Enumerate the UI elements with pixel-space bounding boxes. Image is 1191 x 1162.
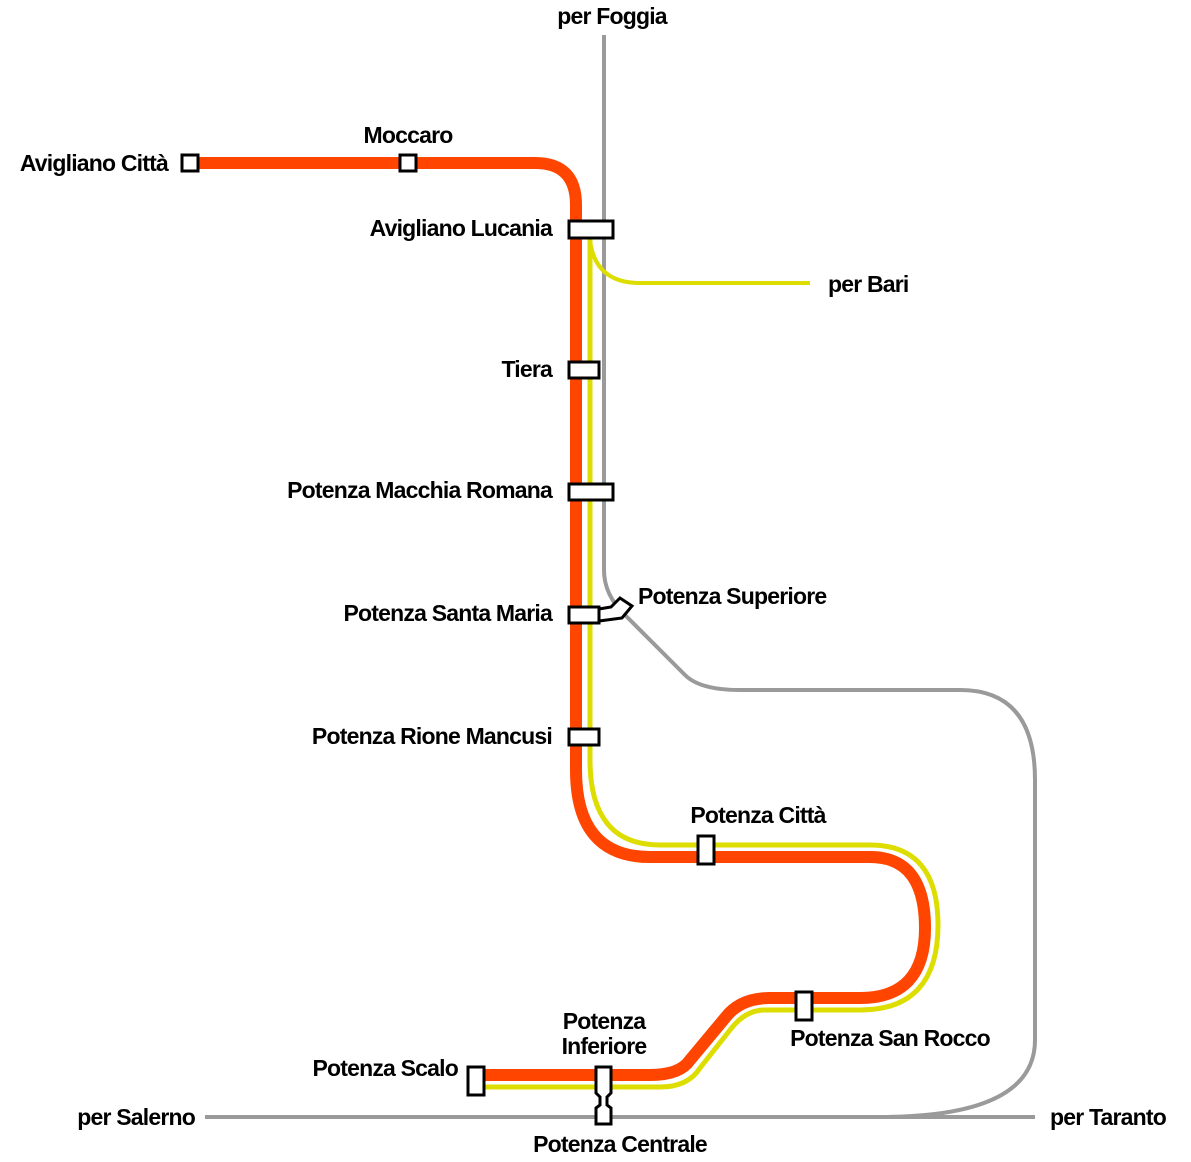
- yellow-line: [476, 230, 941, 1090]
- label-potenza-inferiore-line1: Potenza: [563, 1008, 647, 1034]
- labels: per Foggia per Bari per Salerno per Tara…: [20, 3, 1168, 1157]
- label-san-rocco: Potenza San Rocco: [790, 1025, 991, 1051]
- label-rione-mancusi: Potenza Rione Mancusi: [312, 723, 552, 749]
- station-avigliano-citta[interactable]: [180, 153, 200, 173]
- stations: [180, 153, 814, 1126]
- gray-line-foggia-taranto: [602, 35, 1037, 1119]
- label-avigliano-lucania: Avigliano Lucania: [370, 215, 553, 241]
- station-santa-maria[interactable]: [567, 605, 601, 625]
- label-potenza-centrale: Potenza Centrale: [533, 1131, 707, 1157]
- direction-foggia: per Foggia: [557, 3, 668, 29]
- station-potenza-inferiore-centrale[interactable]: [594, 1065, 613, 1126]
- station-moccaro[interactable]: [398, 153, 418, 173]
- label-tiera: Tiera: [501, 356, 553, 382]
- label-potenza-inferiore-line2: Inferiore: [562, 1033, 647, 1059]
- orange-line: [190, 157, 931, 1081]
- direction-salerno: per Salerno: [77, 1104, 195, 1130]
- label-macchia-romana: Potenza Macchia Romana: [287, 477, 553, 503]
- label-moccaro: Moccaro: [364, 122, 454, 148]
- label-potenza-citta: Potenza Città: [690, 802, 826, 828]
- direction-taranto: per Taranto: [1050, 1104, 1167, 1130]
- yellow-line-bari-branch: [588, 239, 810, 285]
- station-potenza-superiore[interactable]: [597, 596, 635, 623]
- label-potenza-superiore: Potenza Superiore: [638, 583, 826, 609]
- station-macchia-romana[interactable]: [567, 482, 615, 502]
- station-potenza-scalo[interactable]: [466, 1065, 486, 1097]
- station-tiera[interactable]: [567, 360, 601, 380]
- station-avigliano-lucania[interactable]: [567, 219, 615, 240]
- station-potenza-citta[interactable]: [696, 834, 716, 866]
- direction-bari: per Bari: [828, 271, 909, 297]
- station-san-rocco[interactable]: [794, 990, 814, 1022]
- station-rione-mancusi[interactable]: [567, 727, 601, 747]
- label-santa-maria: Potenza Santa Maria: [344, 600, 553, 626]
- label-avigliano-citta: Avigliano Città: [20, 150, 169, 176]
- label-potenza-scalo: Potenza Scalo: [312, 1055, 458, 1081]
